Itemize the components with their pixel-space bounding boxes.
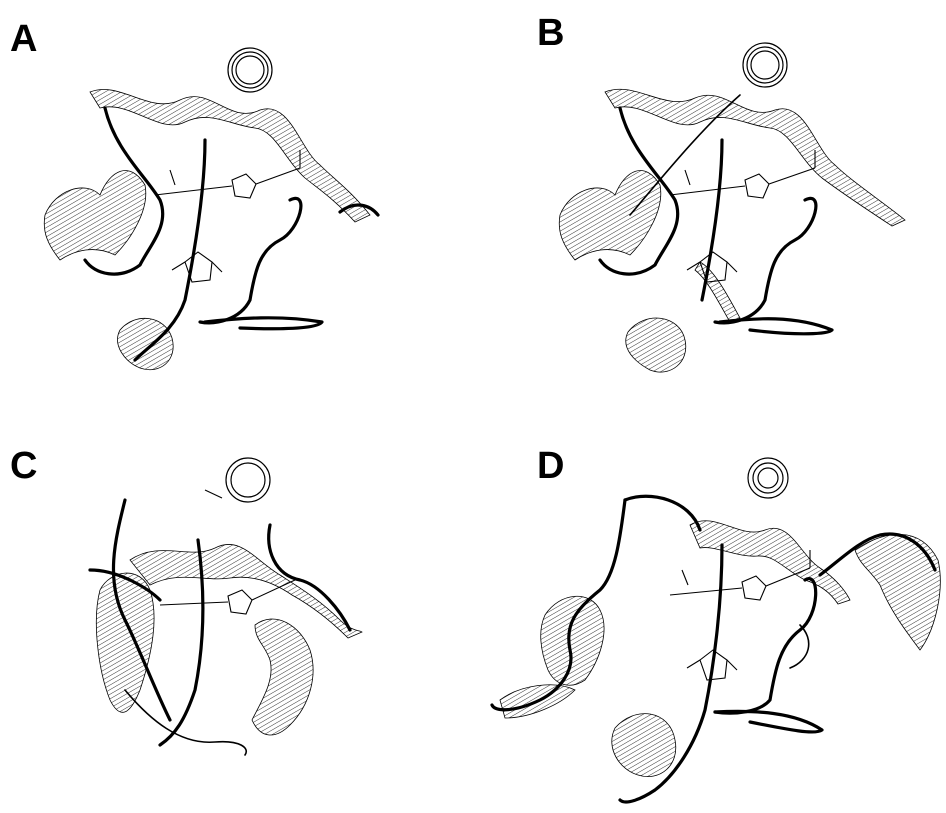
top-helix-coil <box>228 48 272 92</box>
backbone-coil-3 <box>200 198 301 322</box>
top-helix-coil <box>226 458 270 502</box>
top-helix-coil <box>748 458 788 498</box>
left-helix-ribbon <box>541 596 604 685</box>
ligand-molecule <box>670 150 815 282</box>
main-helix-ribbon <box>690 521 850 604</box>
backbone-coil-4 <box>715 579 816 714</box>
panel-a-structure <box>44 48 378 370</box>
left-helix-ribbon <box>559 171 661 260</box>
right-wing-ribbon <box>855 534 940 650</box>
right-helix-ribbon <box>252 619 313 735</box>
beta-strand <box>720 319 832 334</box>
panel-c-structure <box>90 458 362 755</box>
bottom-helix-ribbon <box>118 318 174 369</box>
top-helix-coil <box>743 43 787 87</box>
bottom-helix-ribbon <box>626 318 686 372</box>
lower-ribbon <box>695 262 740 322</box>
bottom-helix-ribbon <box>612 714 676 777</box>
left-helix-ribbon <box>44 171 146 260</box>
beta-strand <box>205 318 322 329</box>
backbone-coil <box>625 496 700 530</box>
main-helix-ribbon <box>130 544 362 638</box>
ligand-molecule <box>155 150 300 282</box>
panel-d-structure <box>492 458 940 802</box>
lower-coil <box>125 690 246 755</box>
panel-b-structure <box>559 43 905 372</box>
